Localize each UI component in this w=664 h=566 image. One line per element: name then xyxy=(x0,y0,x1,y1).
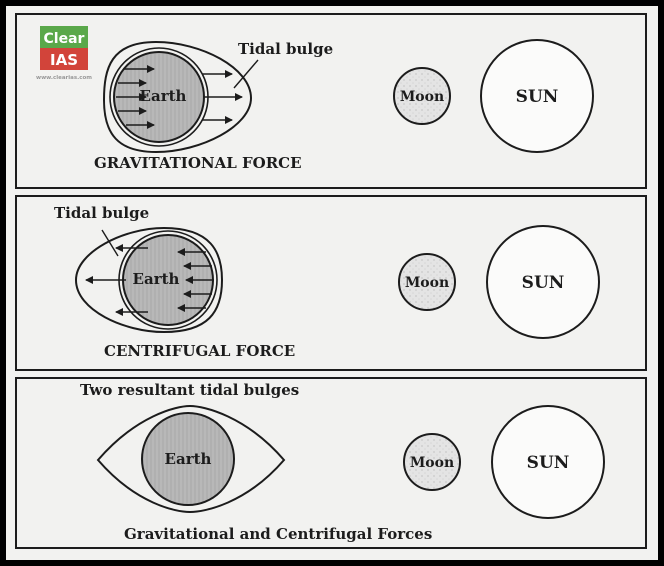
clearias-logo: Clear IAS www.clearias.com xyxy=(36,26,92,81)
diagram-frame: Clear IAS www.clearias.com Earth Tidal b… xyxy=(6,6,658,560)
logo-line1: Clear xyxy=(44,31,85,47)
sun-label: SUN xyxy=(527,453,570,473)
logo-url: www.clearias.com xyxy=(36,75,92,81)
sun-label: SUN xyxy=(516,87,559,107)
moon-label: Moon xyxy=(405,275,449,291)
sun-label: SUN xyxy=(522,273,565,293)
earth-label: Earth xyxy=(133,270,180,288)
panel-combined: Two resultant tidal bulges Earth Moon SU… xyxy=(16,378,646,548)
moon-label: Moon xyxy=(410,455,454,471)
tidal-bulges-label: Two resultant tidal bulges xyxy=(80,381,299,399)
panel-gravitational: Clear IAS www.clearias.com Earth Tidal b… xyxy=(16,14,646,188)
panel-title: GRAVITATIONAL FORCE xyxy=(94,154,302,172)
tides-diagram: Clear IAS www.clearias.com Earth Tidal b… xyxy=(6,6,658,560)
panel-title: Gravitational and Centrifugal Forces xyxy=(124,525,432,543)
moon-label: Moon xyxy=(400,89,444,105)
tidal-bulge-label: Tidal bulge xyxy=(54,204,149,222)
earth-label: Earth xyxy=(165,450,212,468)
panel-title: CENTRIFUGAL FORCE xyxy=(104,342,295,360)
tidal-bulge-label: Tidal bulge xyxy=(238,40,333,58)
panel-centrifugal: Earth Tidal bulge Moon SUN CENTRIFUGAL F… xyxy=(16,196,646,370)
earth-label: Earth xyxy=(140,87,187,105)
logo-line2: IAS xyxy=(50,51,78,69)
